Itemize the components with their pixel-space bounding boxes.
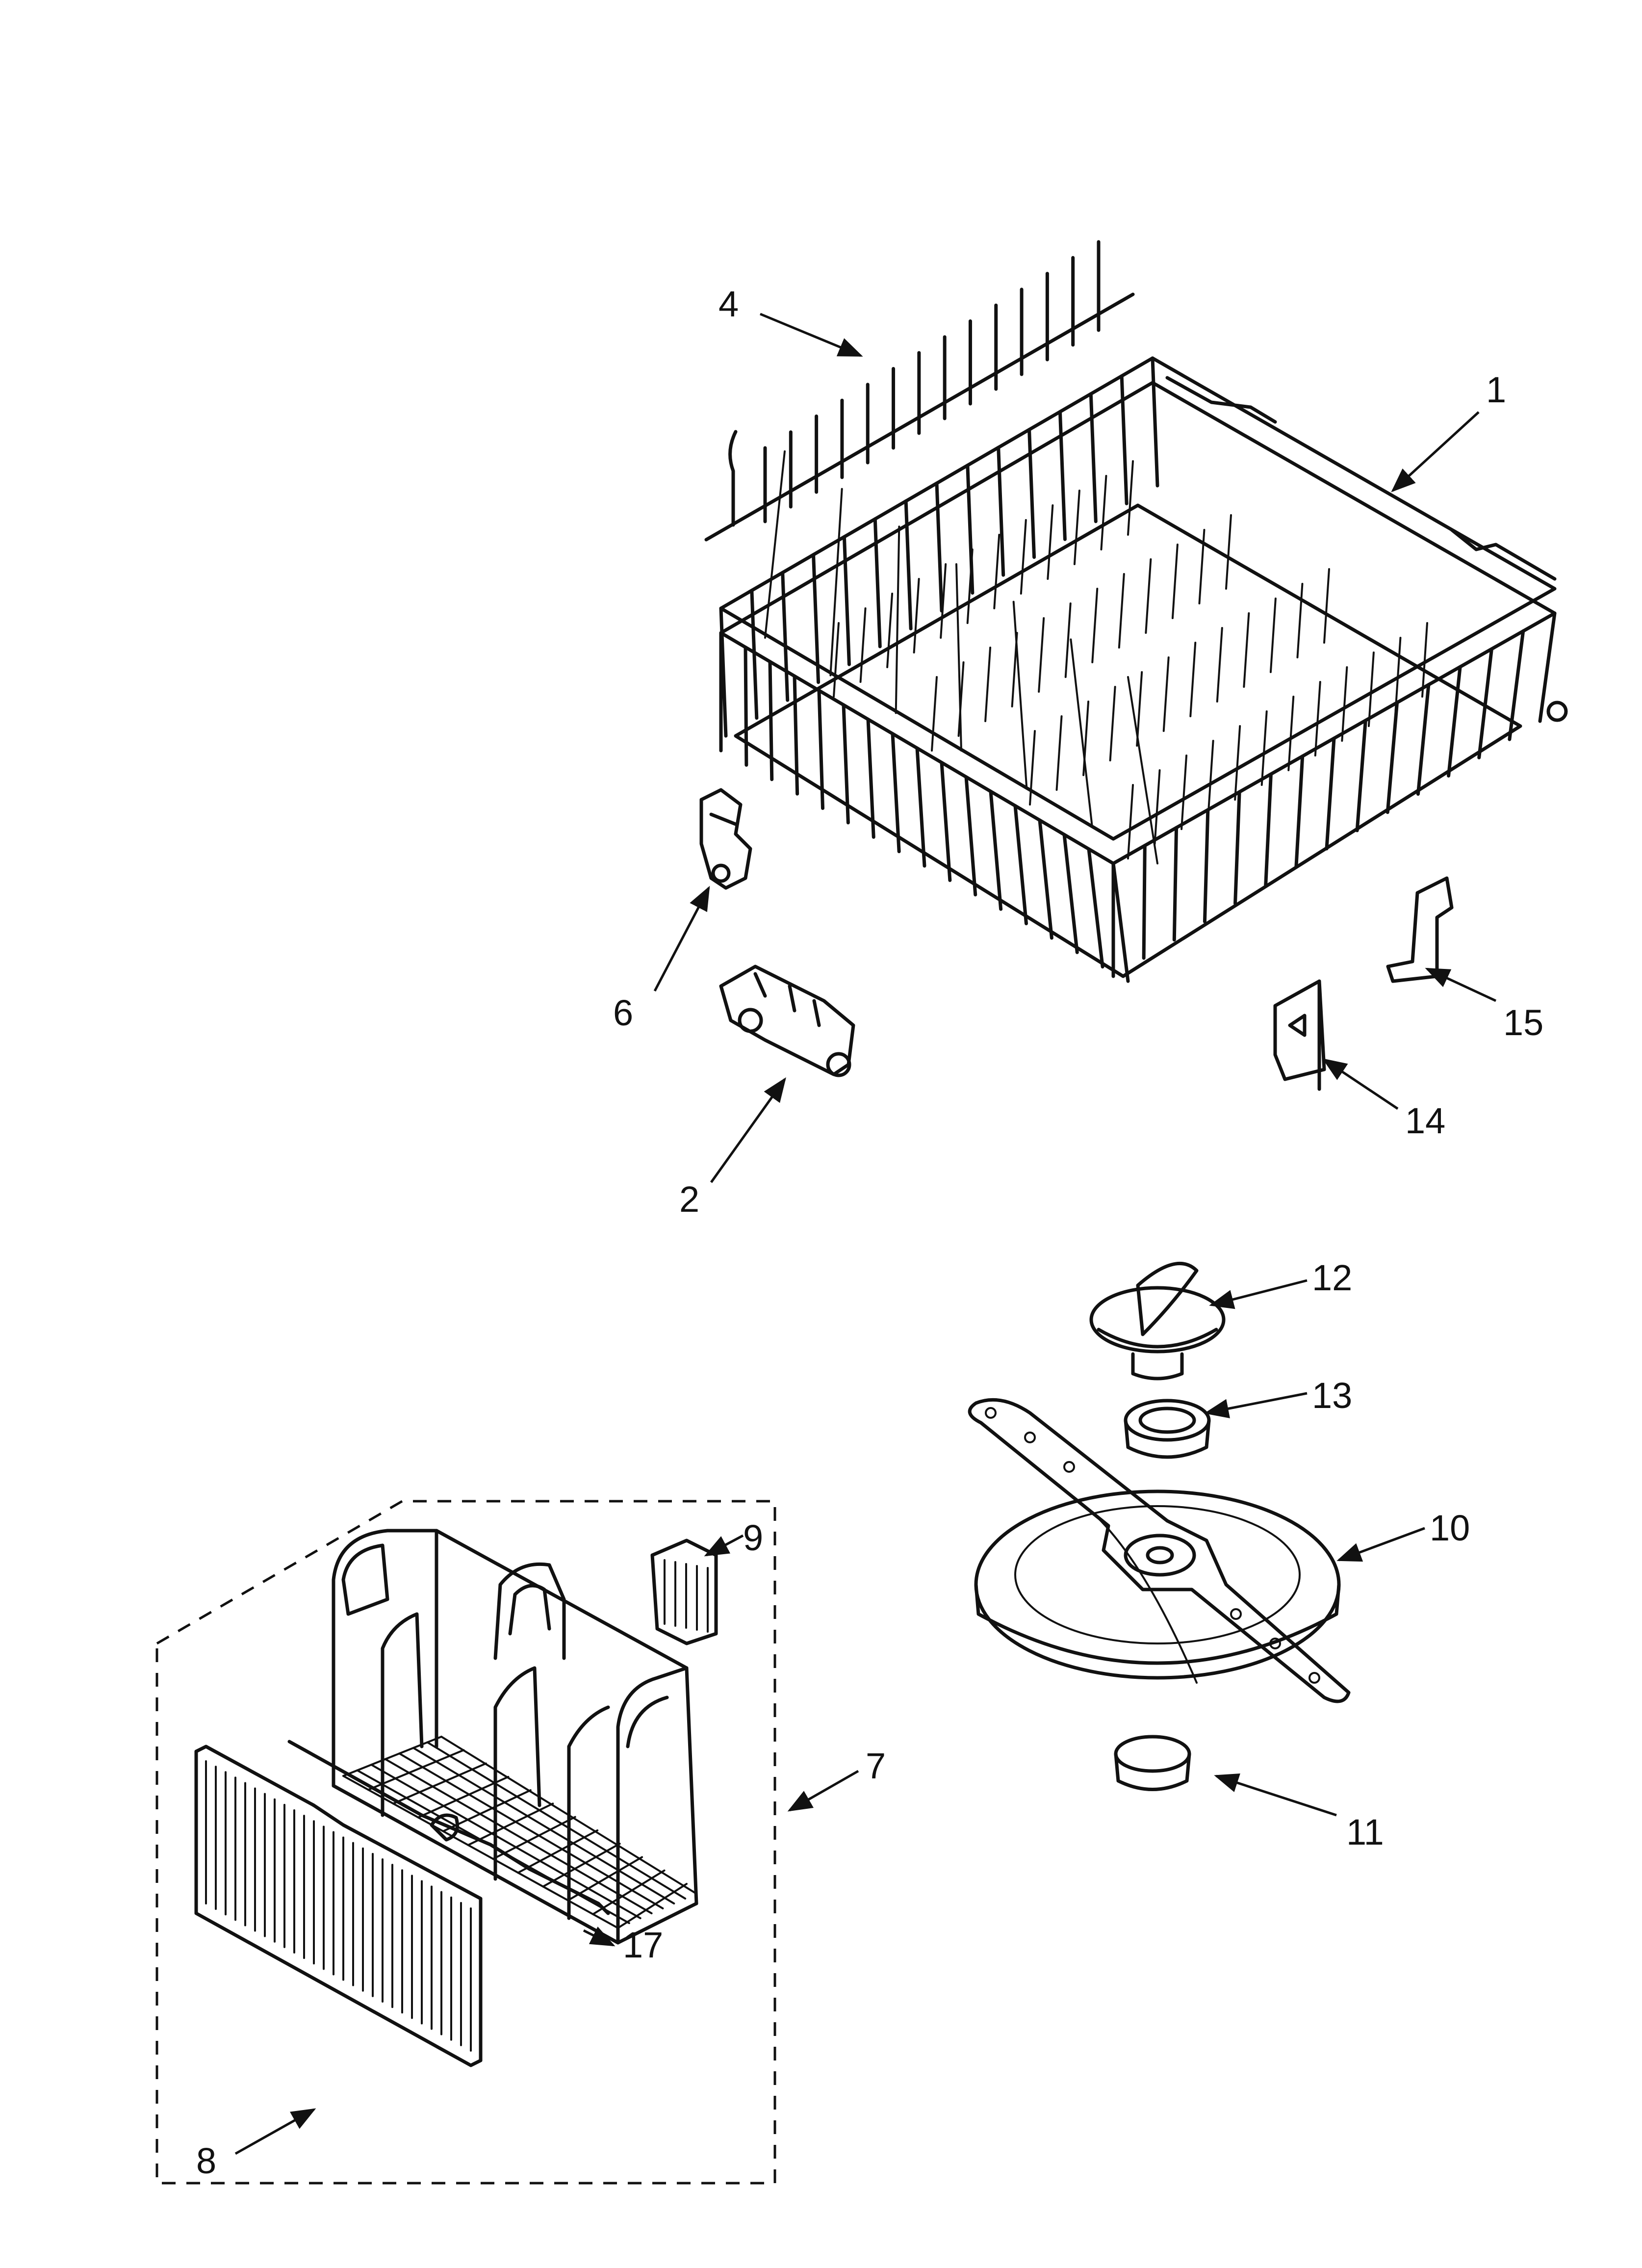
callout-13: 13 [1312, 1375, 1352, 1416]
callout-12: 12 [1312, 1257, 1352, 1298]
part-13-bearing-ring [1124, 1399, 1211, 1459]
callout-labels: 4 1 6 2 14 15 12 13 10 11 9 7 17 8 [196, 284, 1543, 2181]
callout-2: 2 [679, 1179, 699, 1220]
part-1-lower-rack [719, 356, 1568, 983]
callout-9: 9 [743, 1517, 763, 1558]
part-15-bracket [1386, 876, 1454, 983]
part-7-silverware-basket [332, 1529, 698, 1945]
callout-8: 8 [196, 2140, 216, 2181]
callout-17: 17 [623, 1925, 663, 1965]
part-10-lower-spray-arm [968, 1398, 1351, 1703]
part-9-basket-lid [650, 1538, 718, 1645]
part-4-tine-row [704, 240, 1135, 542]
part-17-hinge-rod [287, 1740, 610, 1915]
part-8-basket-cover [194, 1745, 483, 2067]
callout-7: 7 [866, 1746, 886, 1786]
part-2-wheel-carrier [719, 965, 855, 1077]
leader-lines [234, 313, 1497, 2155]
part-11-seal-ring [1114, 1735, 1191, 1791]
callout-4: 4 [718, 284, 739, 324]
part-6-rack-clip [699, 788, 752, 890]
callout-15: 15 [1503, 1002, 1543, 1043]
part-14-bracket [1273, 979, 1326, 1091]
assembly-7-dashed-outline [155, 1500, 776, 2185]
callout-10: 10 [1430, 1508, 1470, 1548]
callout-14: 14 [1405, 1100, 1445, 1141]
callout-6: 6 [613, 992, 633, 1033]
part-12-spray-arm-nut [1089, 1262, 1226, 1381]
callout-1: 1 [1486, 369, 1506, 410]
callout-11: 11 [1346, 1812, 1384, 1852]
